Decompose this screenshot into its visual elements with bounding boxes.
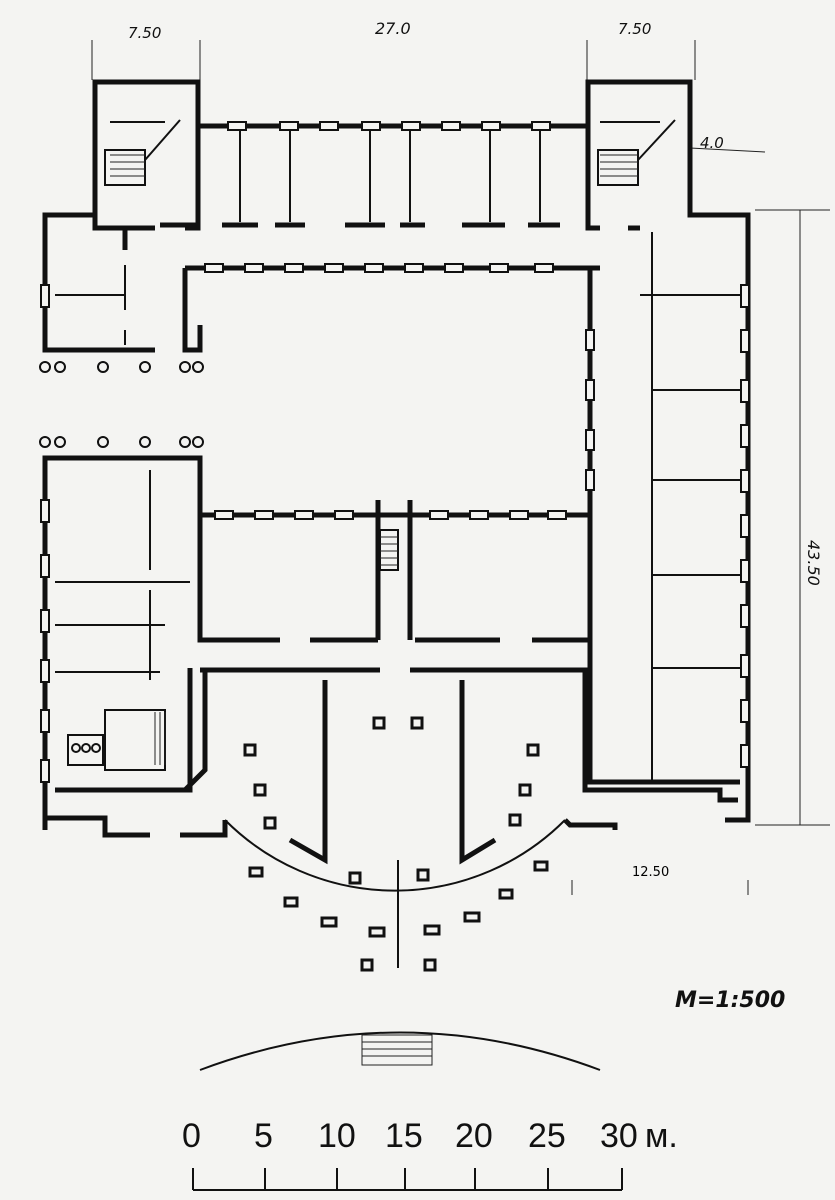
scale-label-20: 20 — [455, 1117, 493, 1155]
scale-label-15: 15 — [385, 1117, 423, 1155]
scale-unit: м. — [645, 1117, 678, 1155]
scale-label-0: 0 — [182, 1117, 201, 1155]
scale-label-30: 30 — [600, 1117, 638, 1155]
central-stair — [379, 529, 399, 571]
site-arc — [199, 1031, 601, 1071]
windows — [40, 121, 750, 783]
scale-ratio: М=1:500 — [675, 988, 785, 1013]
top-partitions — [160, 130, 560, 228]
scale-label-10: 10 — [318, 1117, 356, 1155]
scale-label-5: 5 — [254, 1117, 273, 1155]
dim-right-tower: 7.50 — [618, 20, 651, 38]
apse-wall — [224, 819, 566, 892]
staircase-left — [104, 119, 181, 186]
entrance-steps — [361, 1034, 433, 1066]
columns — [39, 361, 549, 972]
dim-right-wing: 43.50 — [804, 540, 823, 586]
walls — [42, 79, 751, 968]
dim-center-span: 27.0 — [375, 19, 411, 38]
staircase-lower-left — [67, 709, 166, 771]
dim-left-tower: 7.50 — [128, 24, 161, 42]
staircase-right — [597, 119, 676, 186]
scale-label-25: 25 — [528, 1117, 566, 1155]
dimension-lines — [91, 40, 830, 895]
dim-lower-offset: 12.50 — [632, 865, 669, 880]
dim-tower-projection: 4.0 — [700, 134, 724, 152]
scale-bar: 0 5 10 15 20 25 30 м. — [182, 1117, 678, 1191]
